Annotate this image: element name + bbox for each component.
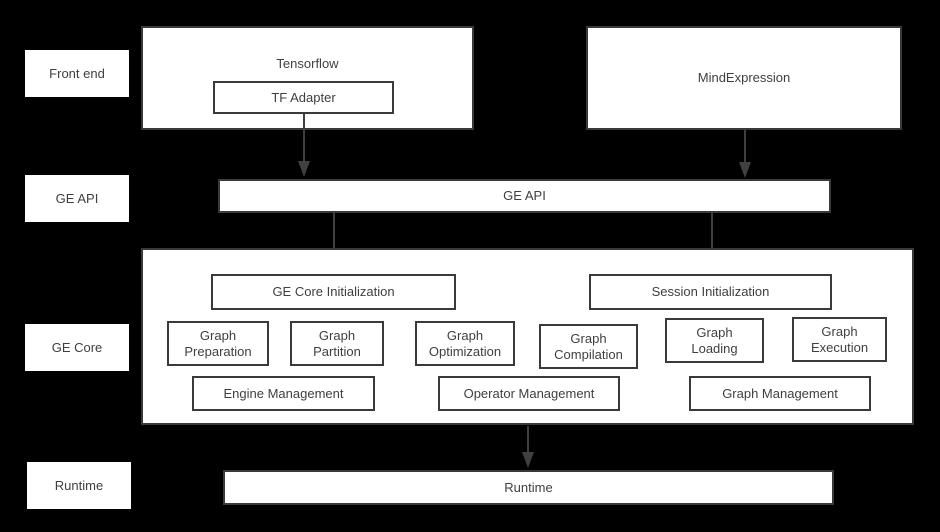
management-operator[interactable]: Operator Management [438,376,620,411]
tf-adapter-box[interactable]: TF Adapter [213,81,394,114]
module-graph-execution[interactable]: Graph Execution [792,317,887,362]
layer-label-ge-api: GE API [25,175,129,222]
ge-api-bar[interactable]: GE API [218,179,831,213]
module-graph-partition[interactable]: Graph Partition [290,321,384,366]
layer-label-front-end: Front end [25,50,129,97]
ge-core-initialization-box[interactable]: GE Core Initialization [211,274,456,310]
session-initialization-box[interactable]: Session Initialization [589,274,832,310]
module-graph-optimization[interactable]: Graph Optimization [415,321,515,366]
tensorflow-label: Tensorflow [276,56,339,71]
management-engine[interactable]: Engine Management [192,376,375,411]
runtime-bar[interactable]: Runtime [223,470,834,505]
mindexpression-box[interactable]: MindExpression [586,26,902,130]
module-graph-preparation[interactable]: Graph Preparation [167,321,269,366]
arrow-ge-core-to-runtime [520,426,536,470]
module-graph-compilation[interactable]: Graph Compilation [539,324,638,369]
layer-label-ge-core: GE Core [25,324,129,371]
layer-label-runtime: Runtime [27,462,131,509]
management-graph[interactable]: Graph Management [689,376,871,411]
module-graph-loading[interactable]: Graph Loading [665,318,764,363]
arrow-mindexpression-to-ge-api [737,130,753,180]
arrow-tf-adapter-to-ge-api [296,113,312,179]
